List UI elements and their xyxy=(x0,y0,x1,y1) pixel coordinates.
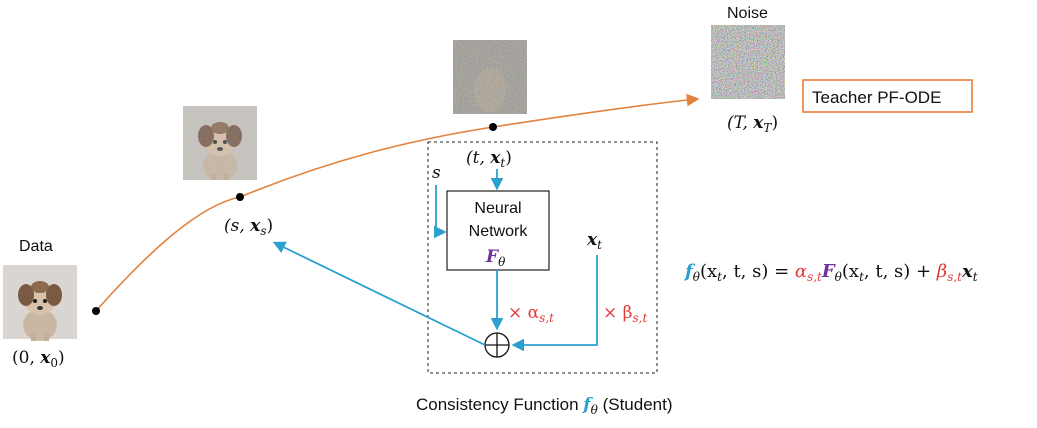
s-input-label: s xyxy=(432,163,441,183)
neural-network-box xyxy=(446,190,550,271)
point-s xyxy=(236,193,244,201)
point-data xyxy=(92,307,100,315)
arrow-sum-to-s xyxy=(272,241,486,346)
noisy-t-image xyxy=(453,40,527,114)
noisy-s-image xyxy=(183,106,257,180)
teacher-pf-ode-box xyxy=(802,79,973,113)
alpha-multiplier: × αs,t xyxy=(508,303,554,325)
data-image xyxy=(3,265,77,341)
data-label: Data xyxy=(19,238,53,255)
T-xT-label: (T, xT) xyxy=(727,113,778,135)
point-t xyxy=(489,123,497,131)
pf-ode-trajectory xyxy=(95,93,700,312)
sum-icon xyxy=(484,332,510,358)
t-xt-label: (t, xt) xyxy=(466,148,512,170)
consistency-caption: Consistency Function fθ (Student) xyxy=(416,395,673,417)
xt-input-label: xt xyxy=(586,230,602,252)
F-theta-label: Fθ xyxy=(485,247,506,269)
arrow-xt-to-sum xyxy=(511,255,598,352)
teacher-label: Teacher PF-ODE xyxy=(812,88,941,107)
nn-label-line2: Network xyxy=(469,223,529,240)
nn-label-line1: Neural xyxy=(474,200,521,217)
arrow-s-to-nn xyxy=(433,185,447,239)
beta-multiplier: × βs,t xyxy=(603,303,647,325)
student-box xyxy=(427,141,658,374)
noise-image xyxy=(711,25,785,99)
s-xs-label: (s, xs) xyxy=(224,216,273,238)
zero-x0-label: (0, x0) xyxy=(12,348,65,370)
noise-label: Noise xyxy=(727,5,768,22)
consistency-formula: fθ(xt, t, s) = αs,tFθ(xt, t, s) + βs,txt xyxy=(683,261,978,284)
